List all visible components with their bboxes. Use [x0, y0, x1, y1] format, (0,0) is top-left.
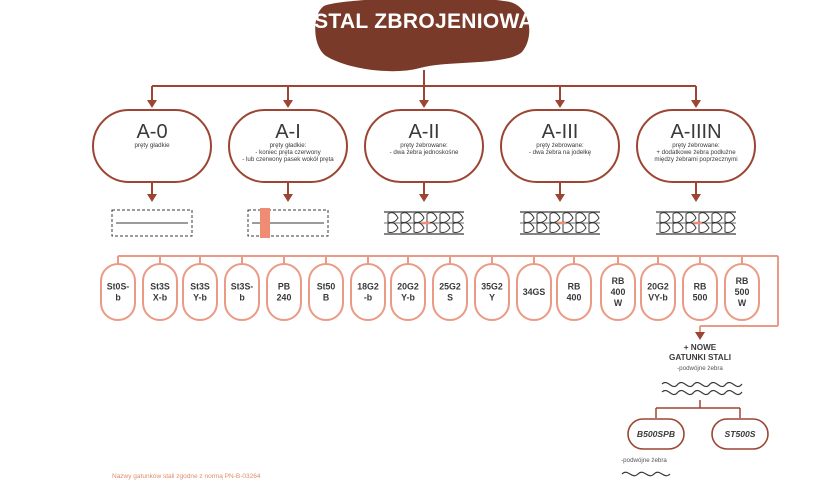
new-grades-heading-1: + NOWE — [684, 343, 717, 352]
grade-label: 18G2 — [357, 282, 379, 292]
grade-label: b — [239, 293, 245, 303]
grade-label: RB — [694, 282, 707, 292]
new-grades-section: + NOWE GATUNKI STALI -podwójne żebra B50… — [621, 332, 769, 477]
svg-text:ST500S: ST500S — [724, 429, 755, 439]
grade-label: 35G2 — [481, 282, 503, 292]
grade-pill: 18G2-b — [350, 256, 386, 321]
plain-rebar-red-band-icon — [247, 208, 329, 238]
title-connectors — [151, 70, 697, 104]
new-grades-arrow — [695, 332, 705, 340]
grade-pill: 34GS — [516, 256, 552, 321]
class-desc-line: pręty gładkie — [134, 142, 170, 149]
grade-label: 500 — [693, 293, 708, 303]
grade-label: Y — [489, 293, 495, 303]
class-name: A-III — [542, 121, 579, 143]
title-text: STAL ZBROJENIOWA — [314, 10, 534, 33]
grade-label: W — [614, 298, 623, 308]
ribbed-rebar-icon — [384, 211, 464, 235]
grade-label: St3S — [150, 282, 170, 292]
grade-label: St3S — [190, 282, 210, 292]
grade-label: Y-b — [193, 293, 207, 303]
class-desc-line: między żebrami poprzecznymi — [654, 156, 737, 163]
grade-label: Y-b — [401, 293, 415, 303]
new-grades-connectors — [655, 400, 741, 418]
class-name: A-I — [275, 121, 301, 143]
class-desc-line: pręty żebrowane: — [400, 142, 448, 149]
grade-pills: St0S-bSt3SX-bSt3SY-bSt3S-bPB240St50B18G2… — [100, 256, 760, 321]
grade-label: 25G2 — [439, 282, 461, 292]
footer-note: Nazwy gatunków stali zgodne z normą PN-B… — [112, 473, 261, 480]
class-desc-line: pręty żebrowane: — [536, 142, 584, 149]
grade-label: 20G2 — [647, 282, 669, 292]
class-desc-line: pręty gładkie: — [270, 142, 307, 149]
svg-text:B500SPB: B500SPB — [637, 429, 675, 439]
ribbed-longitudinal-rebar-icon — [656, 211, 736, 235]
class-desc-line: - dwa żebra na jodełkę — [529, 149, 592, 156]
class-desc-line: - koniec pręta czerwony — [255, 149, 321, 156]
title-arrowheads — [147, 100, 701, 108]
grade-label: RB — [568, 282, 581, 292]
class-desc-line: - lub czerwony pasek wokół pręta — [242, 156, 334, 163]
new-grades-sub: -podwójne żebra — [677, 365, 723, 372]
class-name: A-0 — [136, 121, 167, 143]
herringbone-rebar-icon — [520, 211, 600, 235]
grade-label: St3S- — [231, 282, 254, 292]
grade-label: W — [738, 298, 747, 308]
grade-label: X-b — [153, 293, 168, 303]
grade-label: 400 — [611, 287, 626, 297]
grade-label: b — [115, 293, 121, 303]
class-desc-line: pręty żebrowane: — [672, 142, 720, 149]
plain-rebar-icon — [111, 209, 193, 237]
class-desc-line: - dwa żebra jednoskośne — [390, 149, 459, 156]
grade-label: RB — [736, 276, 749, 286]
double-rib-rebar-icon — [661, 381, 743, 396]
grade-label: RB — [612, 276, 625, 286]
grade-label: St50 — [317, 282, 336, 292]
class-desc-line: + dodatkowe żebra podłużne — [656, 149, 736, 156]
new-grades-heading-2: GATUNKI STALI — [669, 353, 731, 362]
grade-label: 500 — [735, 287, 750, 297]
grade-label: VY-b — [648, 293, 668, 303]
new-grades-sub-2: -podwójne żebra — [621, 457, 667, 464]
grade-label: St0S- — [107, 282, 130, 292]
grade-bus — [118, 255, 779, 334]
rebar-icons — [111, 208, 736, 238]
grade-label: B — [323, 293, 329, 303]
grade-label: 400 — [567, 293, 582, 303]
grade-label: -b — [364, 293, 373, 303]
grade-pill-st500s: ST500S — [711, 418, 769, 450]
grade-label: PB — [278, 282, 290, 292]
grade-pill: St0S-b — [100, 256, 136, 321]
double-rib-rebar-icon-2 — [621, 471, 671, 477]
class-name: A-IIIN — [670, 121, 721, 143]
grade-label: 240 — [277, 293, 292, 303]
grade-label: S — [447, 293, 453, 303]
grade-pill: St3S-b — [224, 256, 260, 321]
title-banner: STAL ZBROJENIOWA — [314, 0, 534, 72]
title-blob — [315, 0, 530, 72]
class-name: A-II — [408, 121, 439, 143]
grade-pill-b500spb: B500SPB — [627, 418, 685, 450]
grade-label: 20G2 — [397, 282, 419, 292]
grade-label: 34GS — [523, 287, 546, 297]
